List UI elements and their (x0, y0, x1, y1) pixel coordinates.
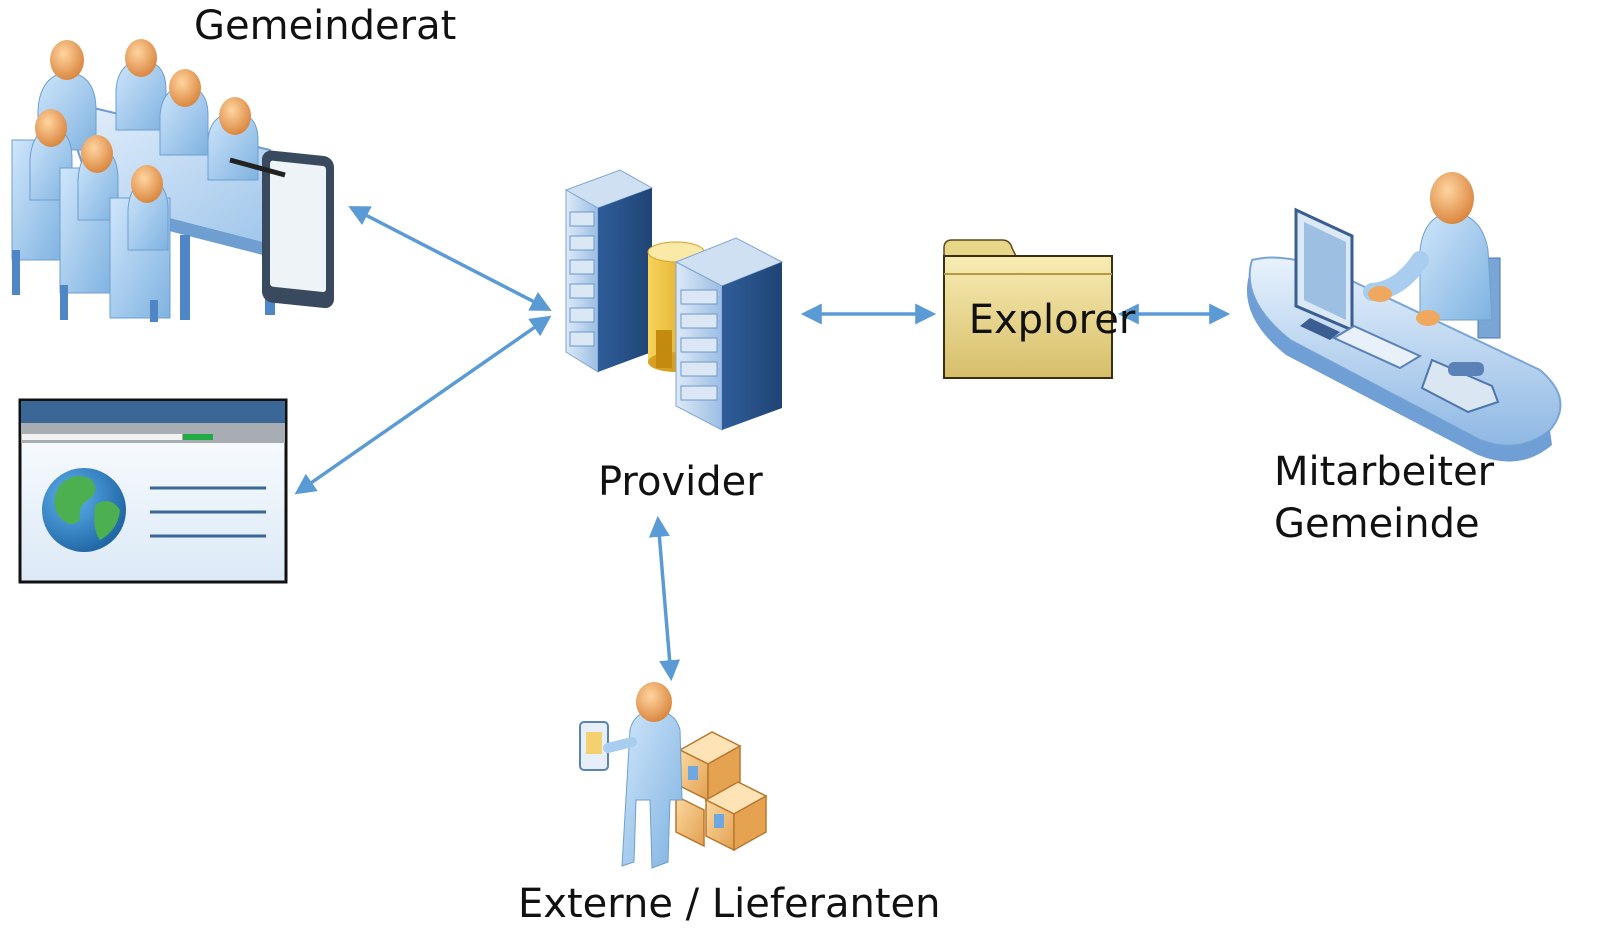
council-meeting-tablet-icon (11, 39, 334, 322)
staff-label-line1: Mitarbeiter (1274, 449, 1495, 495)
council-label: Gemeinderat (194, 3, 457, 49)
staff-label: Mitarbeiter Gemeinde (1274, 446, 1494, 550)
explorer-label: Explorer (968, 297, 1136, 343)
web-browser-globe-icon (18, 398, 288, 584)
server-database-icon (564, 169, 784, 431)
vendor-label: Externe / Lieferanten (518, 881, 941, 927)
arrow-provider-vendor (648, 515, 681, 682)
arrow-website-provider (294, 315, 552, 495)
folder-icon (943, 239, 1113, 379)
employee-workstation-icon (1246, 172, 1562, 462)
arrow-council-provider (348, 206, 552, 311)
staff-label-line2: Gemeinde (1274, 501, 1480, 547)
provider-label: Provider (598, 459, 763, 505)
connections (294, 206, 1231, 682)
delivery-person-boxes-icon (579, 682, 768, 869)
